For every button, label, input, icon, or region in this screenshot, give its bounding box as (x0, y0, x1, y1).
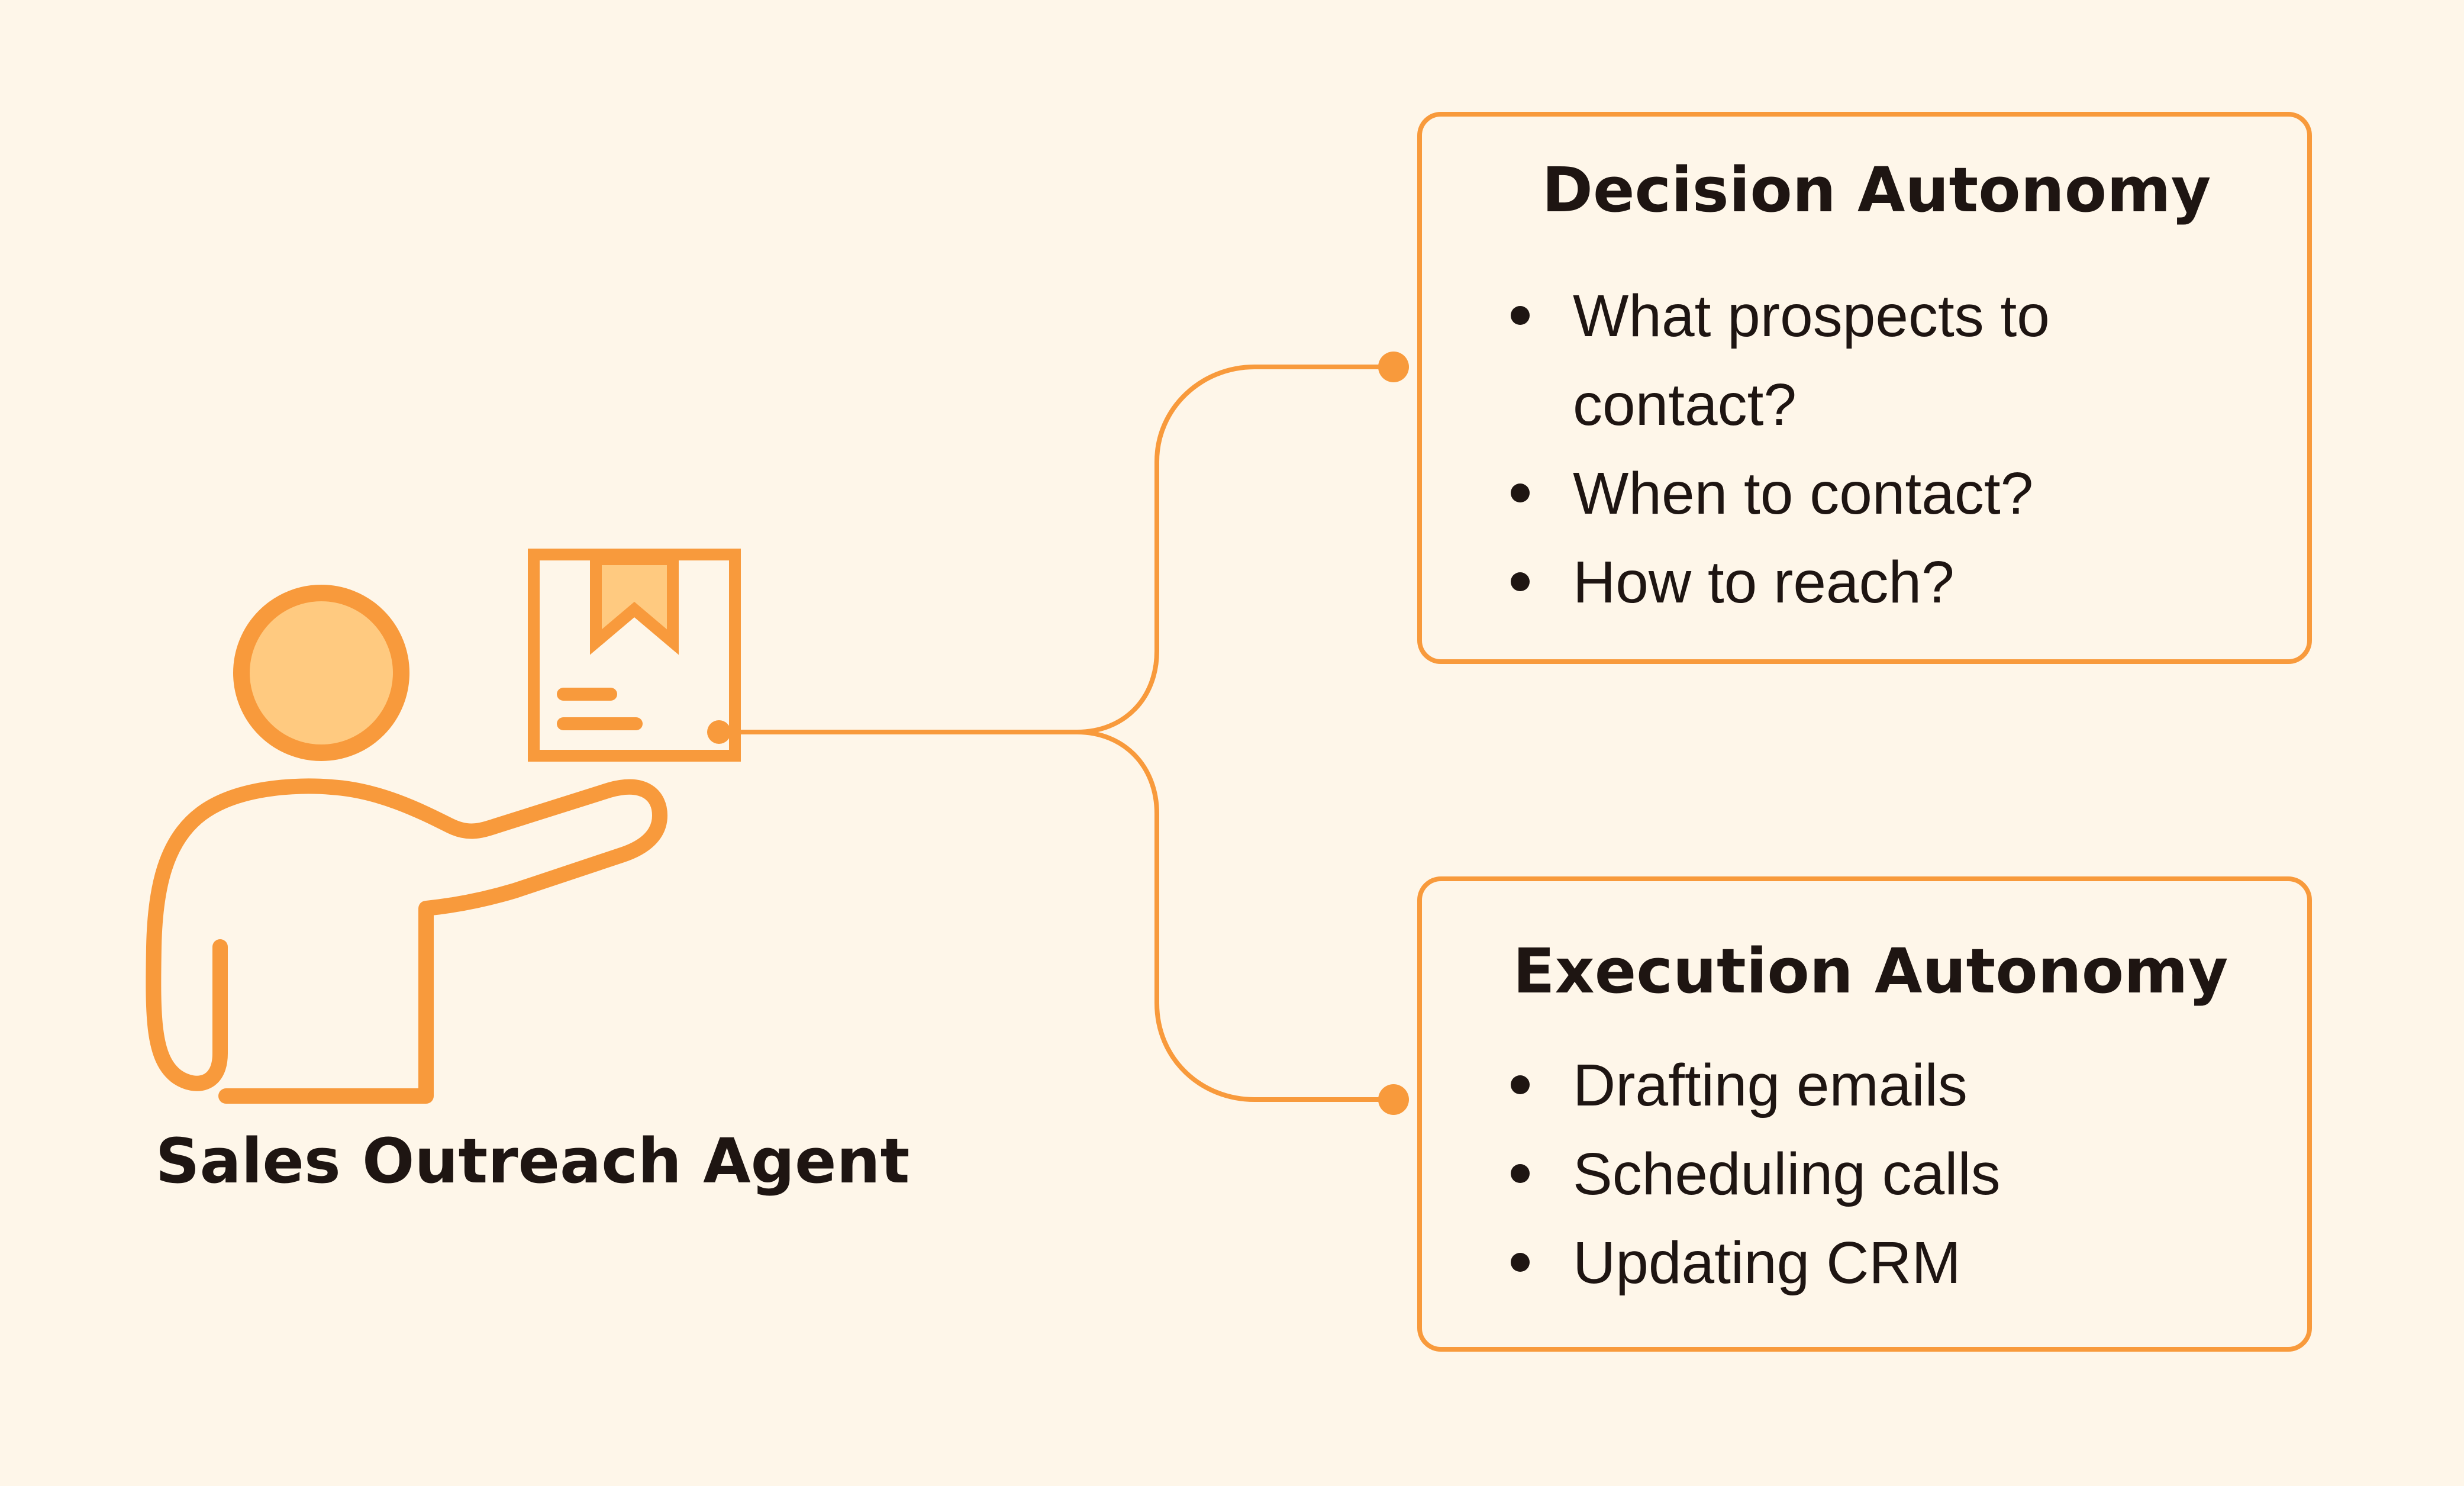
list-item: How to reach? (1511, 538, 2233, 627)
bullet-icon (1511, 1253, 1530, 1272)
box-icon (528, 549, 741, 762)
execution-autonomy-panel: Execution Autonomy Drafting emails Sched… (1417, 876, 2312, 1352)
list-item-text: How to reach? (1573, 549, 1955, 615)
list-item-text: Scheduling calls (1573, 1141, 2001, 1207)
list-item-text: Drafting emails (1573, 1052, 1968, 1118)
connectors (715, 365, 1396, 1102)
list-item: Drafting emails (1511, 1041, 2233, 1130)
connector-to-decision (1075, 365, 1396, 734)
decision-autonomy-panel: Decision Autonomy What prospects to cont… (1417, 112, 2312, 664)
list-item-text: Updating CRM (1573, 1230, 1961, 1296)
bullet-icon (1511, 572, 1530, 591)
bullet-icon (1511, 1164, 1530, 1183)
box-corner-dot-icon (707, 720, 731, 744)
decision-autonomy-title: Decision Autonomy (1541, 154, 2211, 226)
box-ribbon-icon (590, 553, 679, 655)
list-item: Updating CRM (1511, 1219, 2233, 1307)
execution-autonomy-list: Drafting emails Scheduling calls Updatin… (1511, 1041, 2233, 1307)
person-body-icon (146, 778, 667, 1104)
list-item: When to contact? (1511, 449, 2233, 538)
person-holding-box-icon (146, 549, 741, 1104)
connector-dot-execution (1378, 1084, 1409, 1115)
list-item-text: When to contact? (1573, 460, 2034, 527)
decision-autonomy-list: What prospects to contact? When to conta… (1511, 272, 2233, 627)
execution-autonomy-title: Execution Autonomy (1512, 935, 2228, 1007)
agent-label: Sales Outreach Agent (155, 1125, 910, 1197)
bullet-icon (1511, 483, 1530, 502)
bullet-icon (1511, 1075, 1530, 1094)
connector-to-execution (1075, 730, 1396, 1102)
bullet-icon (1511, 306, 1530, 325)
list-item: Scheduling calls (1511, 1130, 2233, 1219)
connector-dot-decision (1378, 352, 1409, 382)
person-head-icon (233, 585, 409, 761)
list-item: What prospects to contact? (1511, 272, 2233, 449)
list-item-text: What prospects to contact? (1573, 283, 2050, 438)
